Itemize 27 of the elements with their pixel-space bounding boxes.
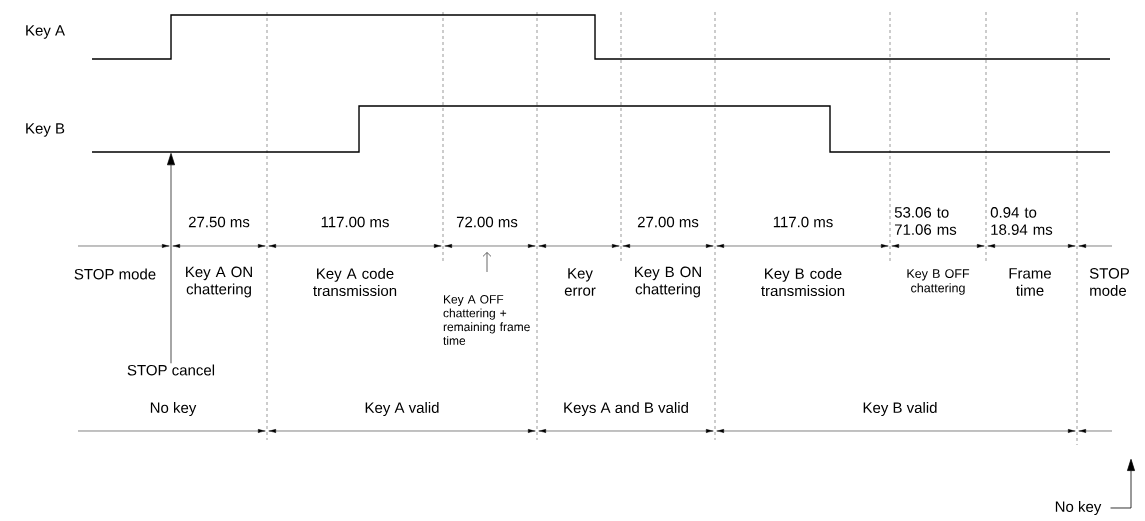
state-label: Key A valid xyxy=(365,402,439,416)
phase-label: Key B code transmission xyxy=(761,267,845,297)
dimension-label: 117.00 ms xyxy=(321,216,389,228)
dimension-label: 27.00 ms xyxy=(637,216,699,228)
dimension-label: 0.94 to 18.94 ms xyxy=(990,207,1053,235)
phase-label: Key error xyxy=(564,268,596,296)
phase-label: Key B ON chattering xyxy=(635,266,701,298)
phase-label: STOP mode xyxy=(74,268,156,280)
phase-label: Key A ON chattering xyxy=(186,266,252,298)
dimension-label: 72.00 ms xyxy=(456,216,518,228)
dimension-label: 117.0 ms xyxy=(773,216,833,228)
dimension-label: 27.50 ms xyxy=(188,216,250,228)
signal-name: Key B xyxy=(26,123,65,137)
arrow xyxy=(1110,458,1135,509)
text-label: STOP cancel xyxy=(127,364,215,376)
arrow xyxy=(167,153,175,364)
phase-label: Key A code transmission xyxy=(313,267,397,297)
state-label: Keys A and B valid xyxy=(564,402,688,416)
dimension-label: 53.06 to 71.06 ms xyxy=(894,207,957,235)
phase-label: Key B OFF chattering xyxy=(907,269,970,295)
state-label: No key xyxy=(150,402,197,416)
phase-label: STOP mode xyxy=(1089,268,1129,296)
state-label: Key B valid xyxy=(863,402,937,416)
signal-name: Key A xyxy=(26,25,65,39)
phase-label: Frame time xyxy=(1009,268,1051,296)
phase-label: Key A OFF chattering + remaining frame time xyxy=(443,295,530,345)
text-label: No key xyxy=(1055,501,1102,515)
